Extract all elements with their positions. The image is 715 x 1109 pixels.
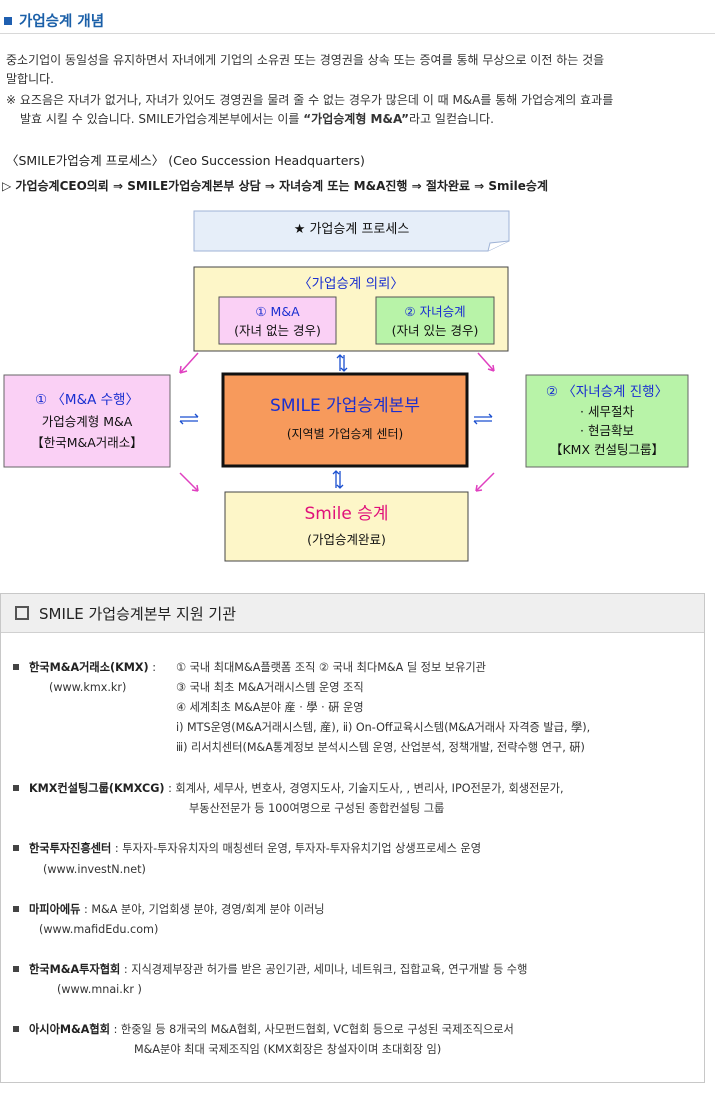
mnai-name: 한국M&A투자협회: [29, 963, 121, 976]
intro-line-4: 발효 시킬 수 있습니다. SMILE가업승계본부에서는 이를 “가업승계형 M…: [20, 110, 715, 129]
process-heading: 〈SMILE가업승계 프로세스〉 (Ceo Succession Headqua…: [6, 153, 365, 168]
center-hq: SMILE 가업승계본부 (지역별 가업승계 센터): [223, 374, 467, 466]
request-title: 〈가업승계 의뢰〉: [298, 276, 404, 292]
kmx-sep: :: [148, 661, 156, 674]
request-child-box: [375, 296, 495, 345]
kmx-entry: 한국M&A거래소(KMX) :: [29, 658, 156, 678]
title-divider: [0, 33, 715, 34]
mafia-line-1: : M&A 분야, 기업회생 분야, 경영/회계 분야 이러닝: [80, 903, 325, 916]
bullet-icon: [13, 1026, 19, 1032]
request-ma: ① M&A (자녀 없는 경우): [219, 297, 336, 344]
child-succession-tax: · 세무절차: [580, 404, 634, 419]
bullet-icon: [13, 966, 19, 972]
smile-succession-sub: (가업승계완료): [307, 531, 386, 547]
kmx-name: 한국M&A거래소(KMX): [29, 661, 149, 674]
kmx-line-4: ⅰ) MTS운영(M&A거래시스템, 産), ⅱ) On-Off교육시스템(M&…: [176, 721, 591, 734]
mnai-entry: 한국M&A투자협회 : 지식경제부장관 허가를 받은 공인기관, 세미나, 네트…: [29, 960, 527, 980]
diagram-banner: ★ 가업승계 프로세스: [293, 221, 410, 237]
invest-entry: 한국투자진흥센터 : 투자자-투자유치자의 매칭센터 운영, 투자자-투자유치기…: [29, 839, 481, 859]
intro-line-2: 말합니다.: [6, 72, 54, 86]
kmx-url: (www.kmx.kr): [49, 681, 127, 694]
ma-execution-title: ① 〈M&A 수행〉: [35, 391, 139, 408]
banner-shape: [193, 210, 510, 252]
mafia-name: 마피아에듀: [29, 903, 81, 916]
asia-name: 아시아M&A협회: [29, 1023, 111, 1036]
request-child-desc: (자녀 있는 경우): [391, 322, 479, 338]
kmxcg-entry: KMX컨설팅그룹(KMXCG) : 회계사, 세무사, 변호사, 경영지도사, …: [29, 779, 564, 799]
bullet-icon: [13, 664, 19, 670]
bullet-icon: [13, 906, 19, 912]
invest-line-1: : 투자자-투자유치자의 매칭센터 운영, 투자자-투자유치기업 상생프로세스 …: [111, 842, 481, 855]
ma-execution-org: 【한국M&A거래소】: [31, 434, 143, 450]
square-bullet-icon: [4, 16, 12, 25]
section-title: 가업승계 개념: [4, 10, 104, 31]
kmx-line-3: ④ 세계최초 M&A분야 産 · 學 · 硏 운영: [176, 701, 364, 714]
request-ma-box: [218, 296, 337, 345]
child-succession: ② 〈자녀승계 진행〉 · 세무절차 · 현금확보 【KMX 컨설팅그룹】: [526, 375, 688, 467]
intro-line-4-c: 라고 일컫습니다.: [409, 112, 494, 126]
support-title: SMILE 가업승계본부 지원 기관: [39, 604, 237, 623]
kmxcg-line-2: 부동산전문가 등 100여명으로 구성된 종합컨설팅 그룹: [189, 802, 445, 815]
intro-line-3: ※ 요즈음은 자녀가 없거나, 자녀가 있어도 경영권을 물려 줄 수 없는 경…: [6, 93, 614, 107]
mafia-entry: 마피아에듀 : M&A 분야, 기업회생 분야, 경영/회계 분야 이러닝: [29, 900, 325, 920]
kmx-line-2: ③ 국내 최초 M&A거래시스템 운영 조직: [176, 681, 364, 694]
request-ma-label: ① M&A: [255, 303, 300, 319]
ma-execution-type: 가업승계형 M&A: [41, 413, 133, 429]
process-flow: ▷ 가업승계CEO의뢰 ⇒ SMILE가업승계본부 상담 ⇒ 자녀승계 또는 M…: [2, 179, 549, 193]
child-succession-org: 【KMX 컨설팅그룹】: [549, 442, 665, 457]
center-box: [221, 372, 469, 468]
support-header: SMILE 가업승계본부 지원 기관: [1, 594, 704, 633]
bullet-icon: [13, 785, 19, 791]
hollow-square-icon: [15, 606, 29, 620]
intro-highlight: “가업승계형 M&A”: [303, 112, 410, 126]
center-hq-sub: (지역별 가업승계 센터): [286, 427, 404, 441]
child-succession-box: [525, 374, 689, 468]
pink-arrows: [179, 352, 495, 492]
child-succession-title: ② 〈자녀승계 진행〉: [545, 384, 669, 400]
support-panel: SMILE 가업승계본부 지원 기관 한국M&A거래소(KMX) : ① 국내 …: [0, 593, 705, 1083]
request-child: ② 자녀승계 (자녀 있는 경우): [376, 297, 494, 344]
process-diagram: [3, 210, 689, 562]
request-child-label: ② 자녀승계: [404, 303, 466, 319]
child-succession-cash: · 현금확보: [580, 423, 634, 438]
center-hq-title: SMILE 가업승계본부: [270, 396, 420, 416]
kmxcg-line-1: : 회계사, 세무사, 변호사, 경영지도사, 기술지도사, , 변리사, IP…: [164, 782, 564, 795]
kmx-line-1: ① 국내 최대M&A플랫폼 조직 ② 국내 최다M&A 딜 정보 보유기관: [176, 661, 486, 674]
asia-entry: 아시아M&A협회 : 한중일 등 8개국의 M&A협회, 사모펀드협회, VC협…: [29, 1020, 514, 1040]
mnai-url: (www.mnai.kr ): [57, 983, 142, 996]
section-title-text: 가업승계 개념: [19, 14, 105, 30]
asia-line-2: M&A분야 최대 국제조직임 (KMX회장은 창설자이며 초대회장 임): [134, 1043, 442, 1056]
mafia-url: (www.mafidEdu.com): [39, 923, 159, 936]
smile-succession-title: Smile 승계: [304, 503, 389, 524]
ma-execution: ① 〈M&A 수행〉 가업승계형 M&A 【한국M&A거래소】: [4, 375, 170, 467]
intro-line-4-a: 발효 시킬 수 있습니다. SMILE가업승계본부에서는 이를: [20, 112, 304, 126]
smile-succession: Smile 승계 (가업승계완료): [225, 492, 468, 561]
invest-url: (www.investN.net): [43, 863, 146, 876]
invest-name: 한국투자진흥센터: [29, 842, 112, 855]
intro-line-1: 중소기업이 동일성을 유지하면서 자녀에게 기업의 소유권 또는 경영권을 상속…: [6, 53, 605, 67]
smile-succession-box: [224, 491, 469, 562]
asia-line-1: : 한중일 등 8개국의 M&A협회, 사모펀드협회, VC협회 등으로 구성된…: [110, 1023, 514, 1036]
ma-execution-box: [3, 374, 171, 468]
request-ma-desc: (자녀 없는 경우): [234, 322, 321, 338]
bullet-icon: [13, 845, 19, 851]
mnai-line-1: : 지식경제부장관 허가를 받은 공인기관, 세미나, 네트워크, 집합교육, …: [120, 963, 528, 976]
blue-arrows: [179, 354, 493, 489]
kmx-line-5: ⅲ) 리서치센터(M&A통계정보 분석시스템 운영, 산업분석, 정책개발, 전…: [176, 741, 585, 754]
kmxcg-name: KMX컨설팅그룹(KMXCG): [29, 782, 165, 795]
